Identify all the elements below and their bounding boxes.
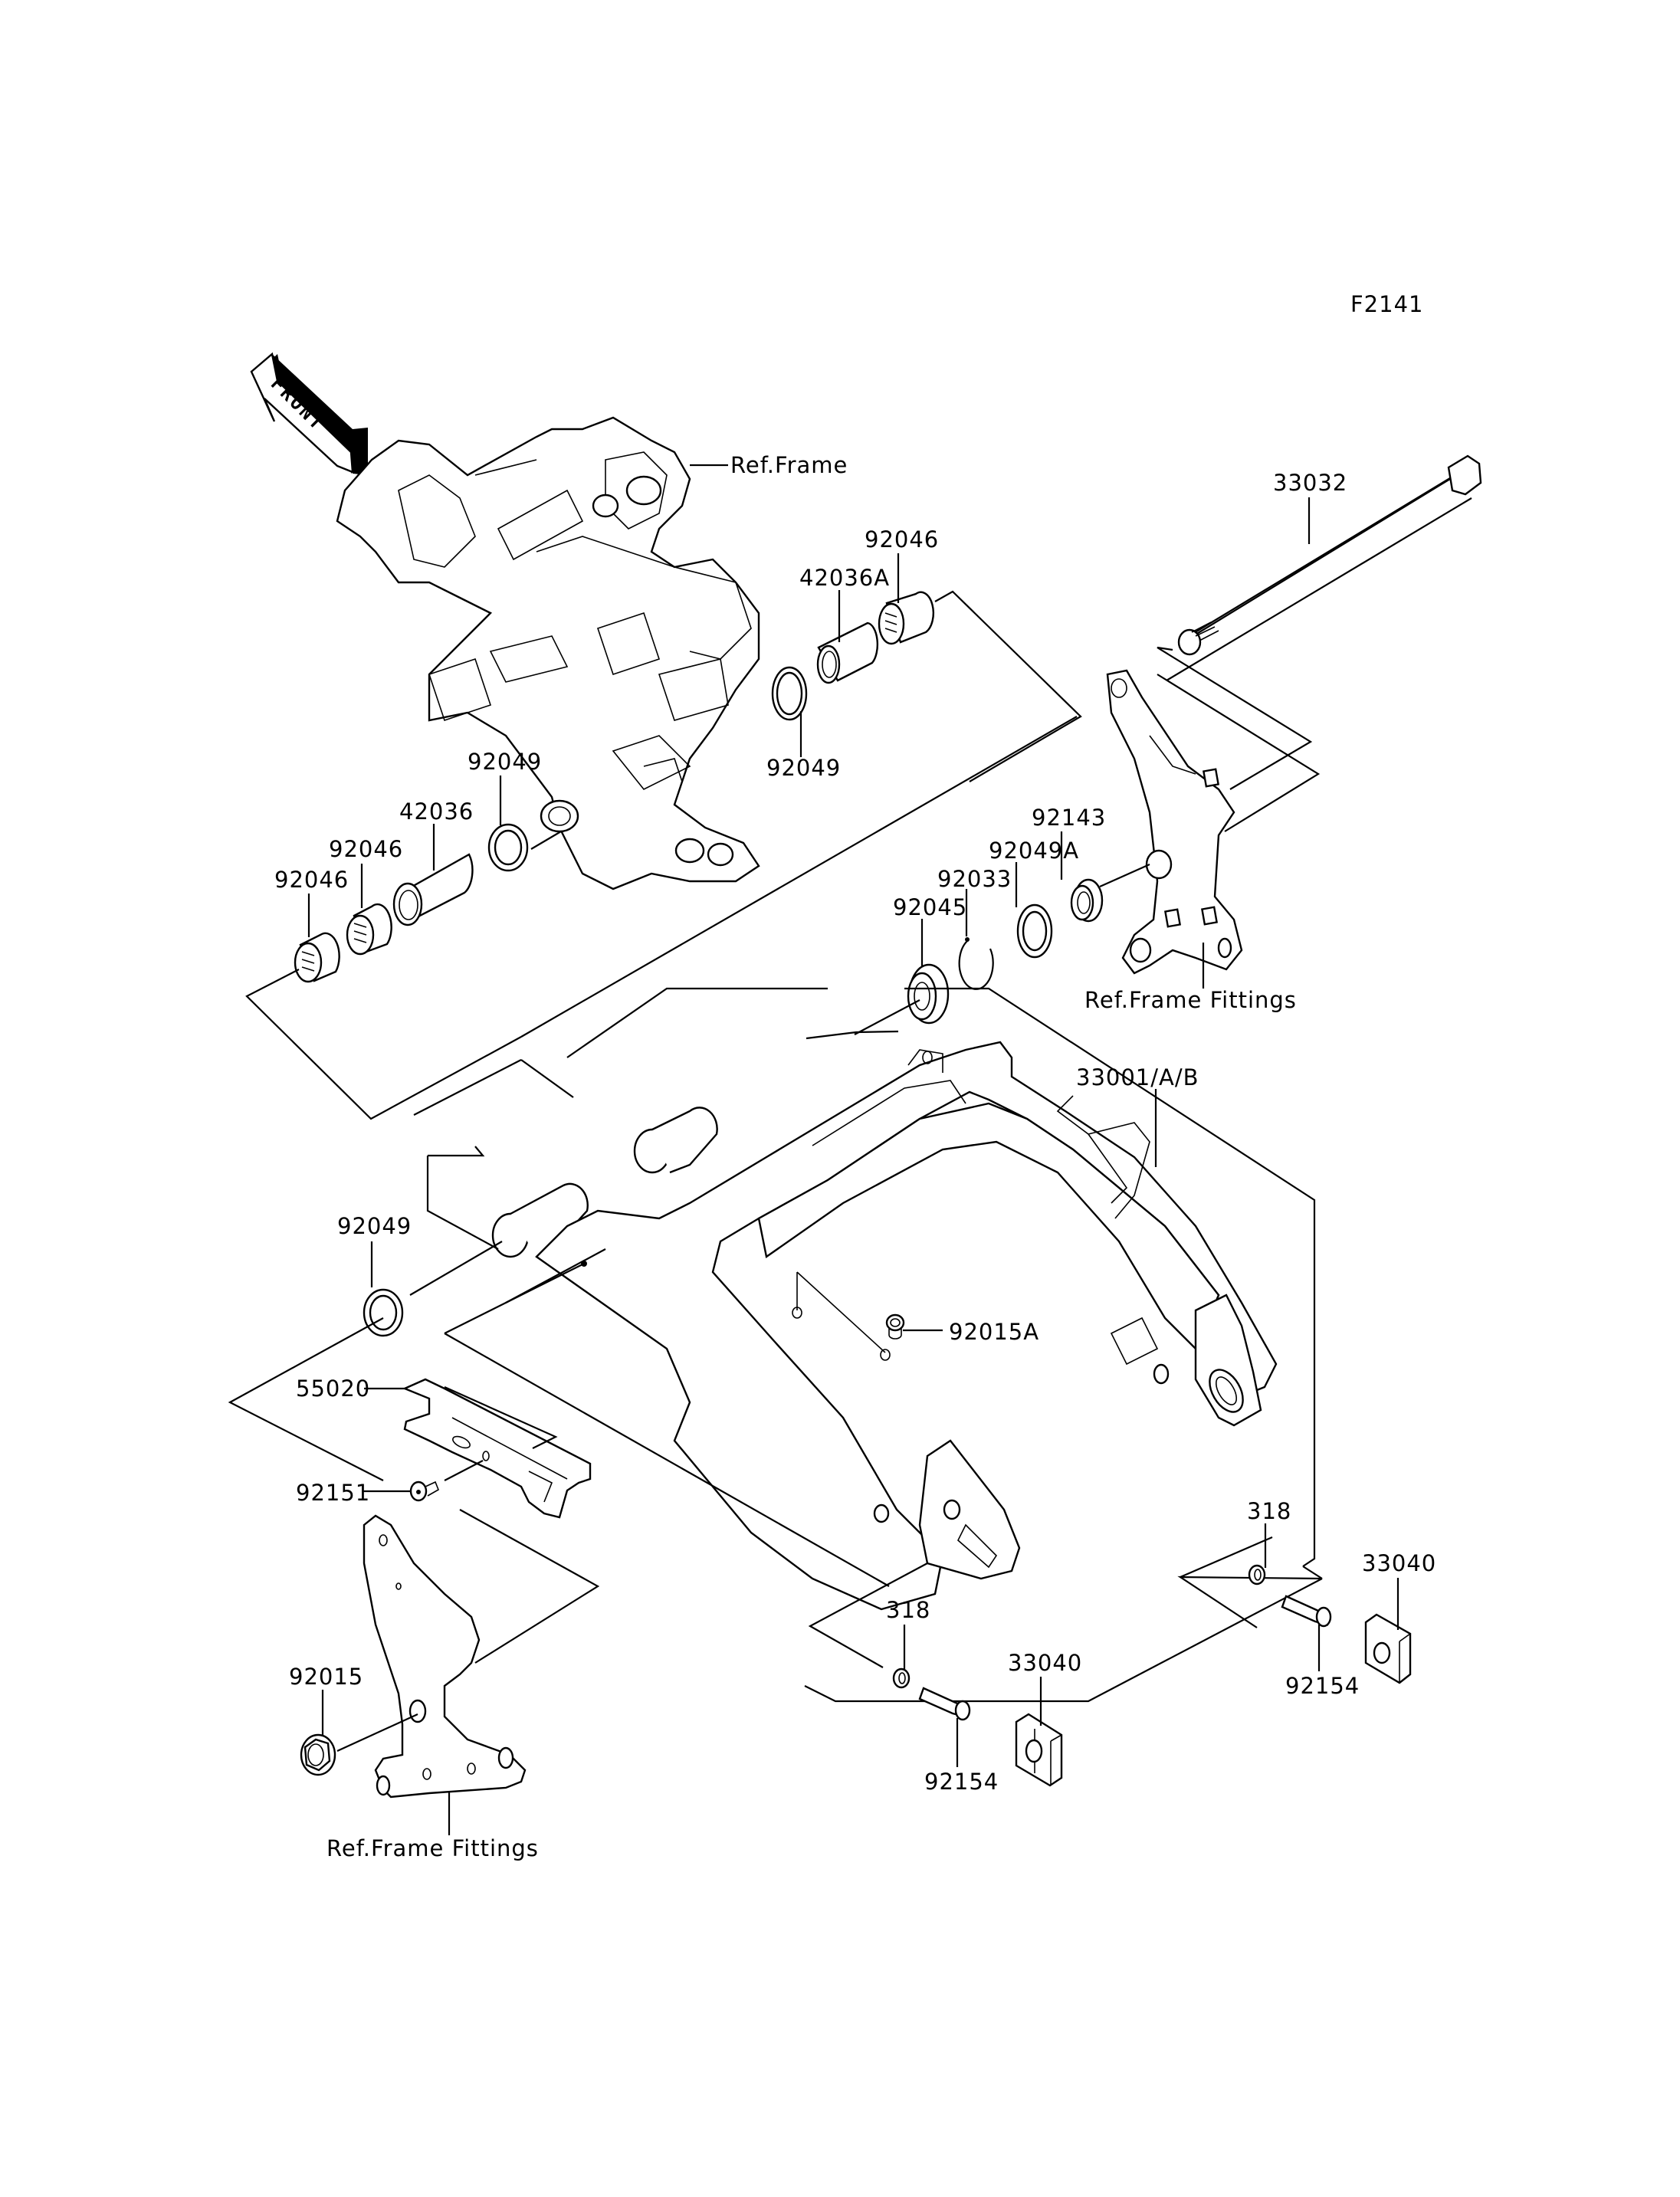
part-label-92049A: 92049A [989, 838, 1079, 864]
part-92045[interactable]: 92045 [893, 894, 967, 1025]
part-label-318-center: 318 [886, 1597, 930, 1623]
part-label-92046-low: 92046 [274, 867, 349, 893]
part-318-right[interactable]: 318 [1247, 1498, 1291, 1585]
part-92046-mid[interactable]: 92046 [329, 836, 403, 956]
part-label-92049-mid: 92049 [468, 749, 542, 775]
part-92049-left[interactable]: 92049 [337, 1213, 412, 1337]
ref-frame-fittings-left-label: Ref.Frame Fittings [326, 1835, 539, 1861]
part-92049-mid[interactable]: 92049 [468, 749, 542, 872]
part-label-33001: 33001/A/B [1076, 1064, 1199, 1090]
part-label-92151: 92151 [296, 1480, 370, 1506]
part-label-92143: 92143 [1032, 805, 1106, 831]
part-92049-top[interactable]: 92049 [766, 666, 841, 781]
part-33040-center[interactable]: 33040 [1008, 1650, 1082, 1787]
frame-reference-drawing: Ref.Frame [336, 416, 848, 890]
ref-frame-fittings-right-label: Ref.Frame Fittings [1084, 987, 1297, 1013]
part-42036A[interactable]: 42036A [799, 565, 890, 684]
part-label-92033: 92033 [937, 866, 1012, 892]
part-label-33040-center: 33040 [1008, 1650, 1082, 1676]
part-33001-swingarm[interactable]: 33001/A/B [491, 987, 1316, 1611]
part-92154-center[interactable]: 92154 [918, 1687, 999, 1795]
part-33032[interactable]: 33032 [1166, 454, 1482, 681]
part-label-92046-top: 92046 [865, 526, 939, 553]
part-label-92154-right: 92154 [1285, 1673, 1360, 1699]
part-92143[interactable]: 92143 [1032, 805, 1106, 923]
part-92151[interactable]: 92151 [296, 1480, 440, 1506]
part-55020[interactable]: 55020 [296, 1376, 592, 1519]
front-arrow-icon: FRONT [250, 352, 368, 475]
part-label-42036: 42036 [399, 798, 474, 825]
part-92015[interactable]: 92015 [289, 1664, 363, 1776]
part-92046-low[interactable]: 92046 [274, 867, 349, 983]
part-92015A[interactable]: 92015A [885, 1313, 1039, 1345]
part-label-318-right: 318 [1247, 1498, 1291, 1524]
figure-code: F2141 [1350, 291, 1423, 317]
part-label-92049-top: 92049 [766, 755, 841, 781]
part-42036[interactable]: 42036 [392, 798, 474, 926]
part-label-92154-center: 92154 [924, 1769, 999, 1795]
frame-fitting-left-drawing: Ref.Frame Fittings [326, 1514, 539, 1861]
part-92049A[interactable]: 92049A [989, 838, 1079, 959]
part-label-92049-left: 92049 [337, 1213, 412, 1239]
part-92033[interactable]: 92033 [937, 866, 1012, 990]
part-label-42036A: 42036A [799, 565, 890, 591]
part-label-92015A: 92015A [949, 1319, 1039, 1345]
part-318-center[interactable]: 318 [886, 1597, 930, 1689]
ref-frame-label: Ref.Frame [730, 452, 848, 478]
part-92154-right[interactable]: 92154 [1281, 1595, 1360, 1699]
part-33040-right[interactable]: 33040 [1362, 1550, 1436, 1684]
part-label-55020: 55020 [296, 1376, 370, 1402]
part-label-33032: 33032 [1273, 470, 1347, 496]
part-label-92046-mid: 92046 [329, 836, 403, 862]
frame-fitting-right-drawing: Ref.Frame Fittings [1084, 669, 1297, 1013]
part-label-92015: 92015 [289, 1664, 363, 1690]
part-label-33040-right: 33040 [1362, 1550, 1436, 1576]
part-label-92045: 92045 [893, 894, 967, 920]
part-92046-top[interactable]: 92046 [865, 526, 939, 645]
